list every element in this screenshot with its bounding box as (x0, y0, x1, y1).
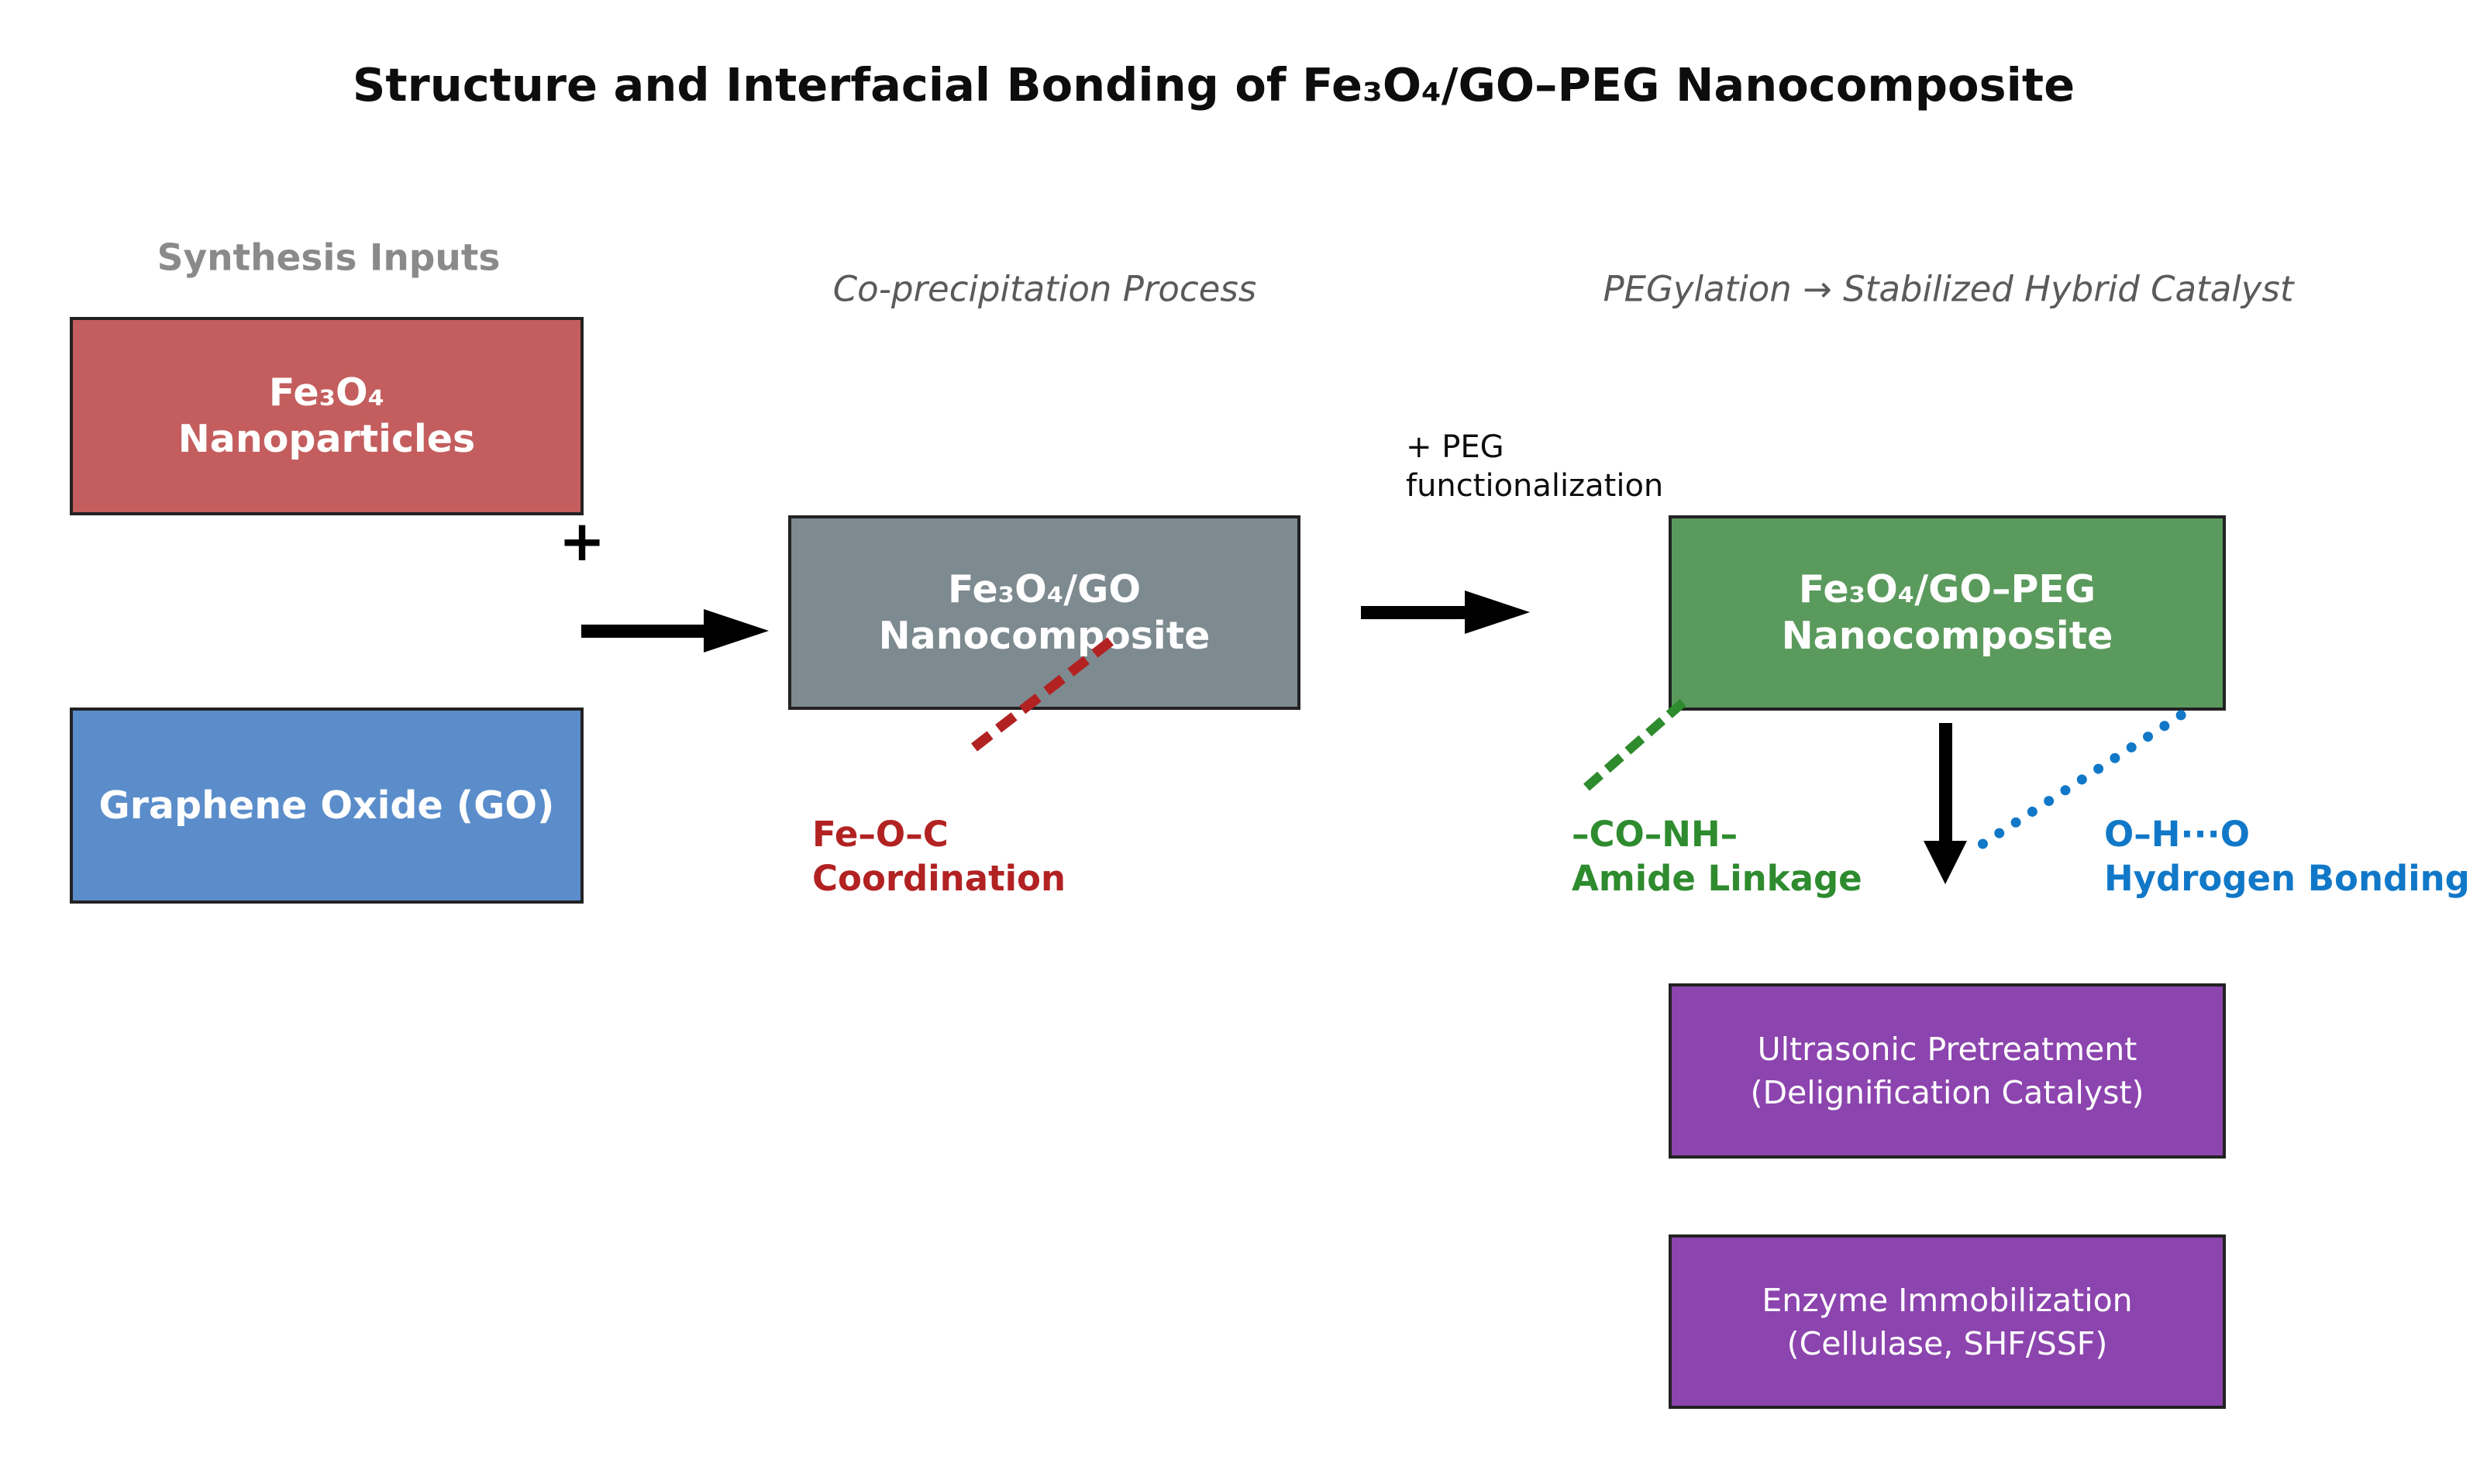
peg-note-line1: + PEG (1406, 429, 1504, 465)
synthesis-inputs-heading: Synthesis Inputs (157, 236, 501, 280)
graphene-oxide-box: Graphene Oxide (GO) (70, 708, 584, 904)
arrow-right-head-icon (704, 609, 769, 652)
feoc-bond-label: Fe–O–C Coordination (812, 812, 1066, 900)
feoc-label-line1: Fe–O–C (812, 814, 949, 855)
go-label-line1: Graphene Oxide (GO) (98, 783, 555, 828)
hbond-label-line2: Hydrogen Bonding (2104, 858, 2470, 899)
coprecipitation-heading: Co-precipitation Process (832, 268, 1257, 310)
enzyme-immobilization-box: Enzyme Immobilization (Cellulase, SHF/SS… (1669, 1234, 2226, 1409)
fe3o4-go-label-line2: Nanocomposite (878, 613, 1211, 658)
fe3o4-label-line2: Nanoparticles (177, 417, 476, 461)
ultrasonic-label-line2: (Delignification Catalyst) (1750, 1074, 2144, 1111)
arrow-right-2-icon (1361, 606, 1466, 619)
arrow-right-2-head-icon (1465, 591, 1530, 634)
feoc-label-line2: Coordination (812, 858, 1066, 899)
enzyme-label-line1: Enzyme Immobilization (1762, 1281, 2133, 1319)
hbond-label-line1: O–H···O (2104, 814, 2250, 855)
fe3o4-go-label-line1: Fe₃O₄/GO (947, 566, 1142, 611)
fe3o4-go-peg-label-line1: Fe₃O₄/GO–PEG (1798, 567, 2096, 611)
hydrogen-bond-label: O–H···O Hydrogen Bonding (2104, 812, 2470, 900)
arrow-right-icon (581, 625, 705, 638)
fe3o4-go-peg-box: Fe₃O₄/GO–PEG Nanocomposite (1669, 515, 2226, 711)
arrow-down-icon (1939, 723, 1952, 842)
fe3o4-nanoparticles-box: Fe₃O₄ Nanoparticles (70, 317, 584, 515)
amide-label-line2: Amide Linkage (1572, 858, 1862, 899)
page-title: Structure and Interfacial Bonding of Fe₃… (352, 58, 2075, 112)
arrow-down-head-icon (1924, 841, 1967, 884)
fe3o4-label-line1: Fe₃O₄ (268, 370, 385, 415)
amide-label-line1: –CO–NH– (1572, 814, 1738, 855)
fe3o4-go-peg-label-line2: Nanocomposite (1781, 614, 2113, 658)
fe3o4-go-composite-box: Fe₃O₄/GO Nanocomposite (788, 515, 1300, 710)
peg-functionalization-note: + PEG functionalization (1406, 428, 1663, 505)
plus-sign: + (558, 508, 606, 573)
amide-bond-line (1583, 698, 1686, 791)
pegylation-heading: PEGylation → Stabilized Hybrid Catalyst (1603, 268, 2294, 310)
peg-note-line2: functionalization (1406, 468, 1664, 504)
amide-bond-label: –CO–NH– Amide Linkage (1572, 812, 1862, 900)
ultrasonic-pretreatment-box: Ultrasonic Pretreatment (Delignification… (1669, 983, 2226, 1159)
ultrasonic-label-line1: Ultrasonic Pretreatment (1757, 1031, 2137, 1068)
enzyme-label-line2: (Cellulase, SHF/SSF) (1786, 1324, 2108, 1362)
